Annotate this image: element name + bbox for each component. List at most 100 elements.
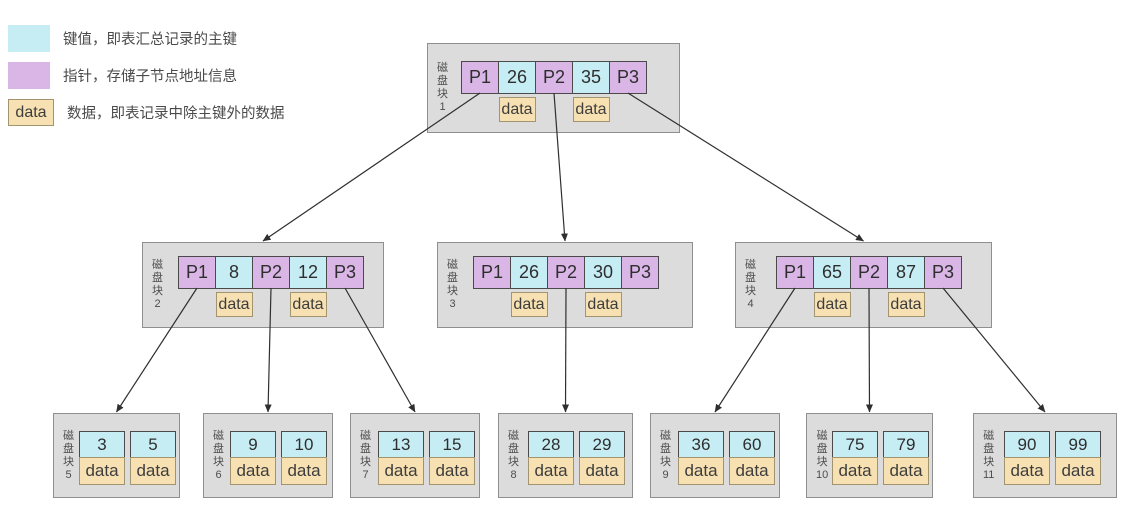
key-cell: 26 xyxy=(498,61,536,94)
key-cell: 3 xyxy=(79,431,125,458)
block-label-char: 磁 xyxy=(213,429,224,442)
key-cell: 75 xyxy=(832,431,878,458)
cell-column: P1 xyxy=(178,256,216,289)
data-box: data xyxy=(130,457,176,485)
block-label-char: 盘 xyxy=(152,272,163,284)
block-label-char: 磁 xyxy=(437,62,448,74)
key-cell: 30 xyxy=(584,256,622,289)
block-label-char: 磁 xyxy=(983,429,995,442)
block-label-char: 盘 xyxy=(360,442,371,455)
block-label-char: 块 xyxy=(213,455,224,468)
block-label-char: 盘 xyxy=(983,442,995,455)
block-label-char: 磁 xyxy=(816,429,828,442)
disk-block-number: 9 xyxy=(662,468,669,481)
data-box: data xyxy=(79,457,125,485)
block-label-char: 磁 xyxy=(508,429,519,442)
key-cell: 36 xyxy=(678,431,724,458)
block-label-char: 块 xyxy=(816,455,828,468)
block-label-char: 盘 xyxy=(745,272,756,284)
disk-block-number: 5 xyxy=(65,468,72,481)
block-label-char: 块 xyxy=(63,455,74,468)
block-label-char: 磁 xyxy=(745,259,756,271)
block-label-char: 盘 xyxy=(437,75,448,87)
legend-item-pointer: 指针，存储子节点地址信息 xyxy=(8,62,285,89)
key-cell: 13 xyxy=(378,431,424,458)
data-box: data xyxy=(281,457,327,485)
block-label-char: 磁 xyxy=(447,259,458,271)
data-box: data xyxy=(579,457,625,485)
pointer-cell: P3 xyxy=(924,256,962,289)
data-box: data xyxy=(378,457,424,485)
block-label-char: 磁 xyxy=(152,259,163,271)
cell-column: P2 xyxy=(535,61,573,94)
block-label-char: 块 xyxy=(660,455,671,468)
key-cell: 26 xyxy=(510,256,548,289)
data-box: data xyxy=(887,292,925,317)
block-label-char: 块 xyxy=(152,285,163,297)
key-cell: 99 xyxy=(1055,431,1101,458)
cell-column: P1 xyxy=(776,256,814,289)
key-swatch xyxy=(8,25,50,52)
block-label-char: 磁 xyxy=(660,429,671,442)
data-box: data xyxy=(510,292,548,317)
cell-column: P2 xyxy=(252,256,290,289)
cell-column: P3 xyxy=(621,256,659,289)
pointer-cell: P2 xyxy=(535,61,573,94)
data-box: data xyxy=(1055,457,1101,485)
disk-block-number: 8 xyxy=(510,468,517,481)
block-label-char: 块 xyxy=(360,455,371,468)
cell-column: 26 data xyxy=(510,256,548,317)
cell-column: P2 xyxy=(850,256,888,289)
cell-column: P3 xyxy=(609,61,647,94)
block-label-char: 盘 xyxy=(63,442,74,455)
key-cell: 9 xyxy=(230,431,276,458)
data-box: data xyxy=(215,292,253,317)
data-box: data xyxy=(729,457,775,485)
block-label-char: 块 xyxy=(745,285,756,297)
block-label-char: 块 xyxy=(447,285,458,297)
legend-label-pointer: 指针，存储子节点地址信息 xyxy=(63,69,237,85)
key-cell: 65 xyxy=(813,256,851,289)
data-box: data xyxy=(813,292,851,317)
cell-column: P1 xyxy=(461,61,499,94)
key-cell: 12 xyxy=(289,256,327,289)
disk-block-number: 3 xyxy=(449,298,456,310)
legend-label-data: 数据，即表记录中除主键外的数据 xyxy=(67,106,285,122)
key-cell: 79 xyxy=(883,431,929,458)
block-label-char: 块 xyxy=(508,455,519,468)
cell-column: P2 xyxy=(547,256,585,289)
block-label-char: 磁 xyxy=(63,429,74,442)
key-cell: 5 xyxy=(130,431,176,458)
